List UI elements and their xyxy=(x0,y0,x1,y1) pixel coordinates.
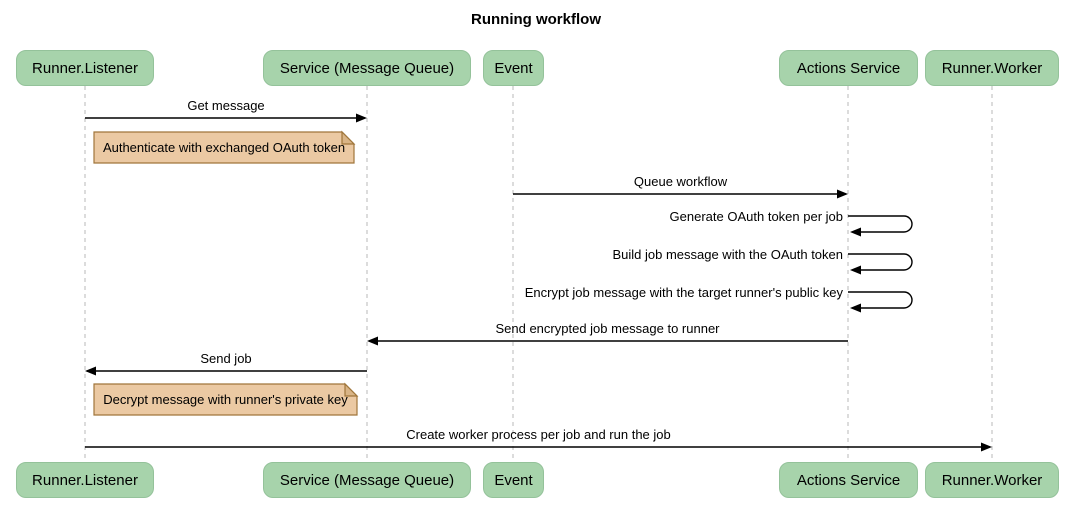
participant-box-runner-worker-bottom: Runner.Worker xyxy=(925,462,1059,498)
diagram-title: Running workflow xyxy=(471,11,601,28)
participant-box-actions-service-bottom: Actions Service xyxy=(779,462,918,498)
note-shape xyxy=(93,131,355,164)
arrowhead-icon xyxy=(850,265,861,275)
arrowhead-icon xyxy=(356,113,367,123)
self-loop-line xyxy=(848,253,913,271)
message-label: Send job xyxy=(200,351,252,366)
message-label: Get message xyxy=(187,98,265,113)
note-fold-corner xyxy=(341,130,356,145)
message-label: Send encrypted job message to runner xyxy=(495,321,720,336)
arrowhead-icon xyxy=(85,366,96,376)
message-label: Create worker process per job and run th… xyxy=(406,427,671,442)
note-fold-corner xyxy=(344,382,359,397)
self-message-label: Build job message with the OAuth token xyxy=(612,247,843,262)
self-loop-line xyxy=(848,291,913,309)
participant-box-actions-service-top: Actions Service xyxy=(779,50,918,86)
participant-box-service-top: Service (Message Queue) xyxy=(263,50,471,86)
note-shape xyxy=(93,383,358,416)
arrowhead-icon xyxy=(850,227,861,237)
participant-box-service-bottom: Service (Message Queue) xyxy=(263,462,471,498)
participant-box-runner-worker-top: Runner.Worker xyxy=(925,50,1059,86)
participant-box-runner-listener-bottom: Runner.Listener xyxy=(16,462,154,498)
participant-box-runner-listener-top: Runner.Listener xyxy=(16,50,154,86)
self-message-label: Encrypt job message with the target runn… xyxy=(524,285,843,300)
participant-box-event-bottom: Event xyxy=(483,462,544,498)
arrowhead-icon xyxy=(837,189,848,199)
participant-box-event-top: Event xyxy=(483,50,544,86)
arrowhead-icon xyxy=(367,336,378,346)
message-label: Queue workflow xyxy=(633,174,728,189)
arrowhead-icon xyxy=(981,442,992,452)
self-message-label: Generate OAuth token per job xyxy=(669,209,843,224)
arrowhead-icon xyxy=(850,303,861,313)
note-label: Authenticate with exchanged OAuth token xyxy=(102,140,346,155)
self-loop-line xyxy=(848,215,913,233)
note-label: Decrypt message with runner's private ke… xyxy=(103,392,348,407)
